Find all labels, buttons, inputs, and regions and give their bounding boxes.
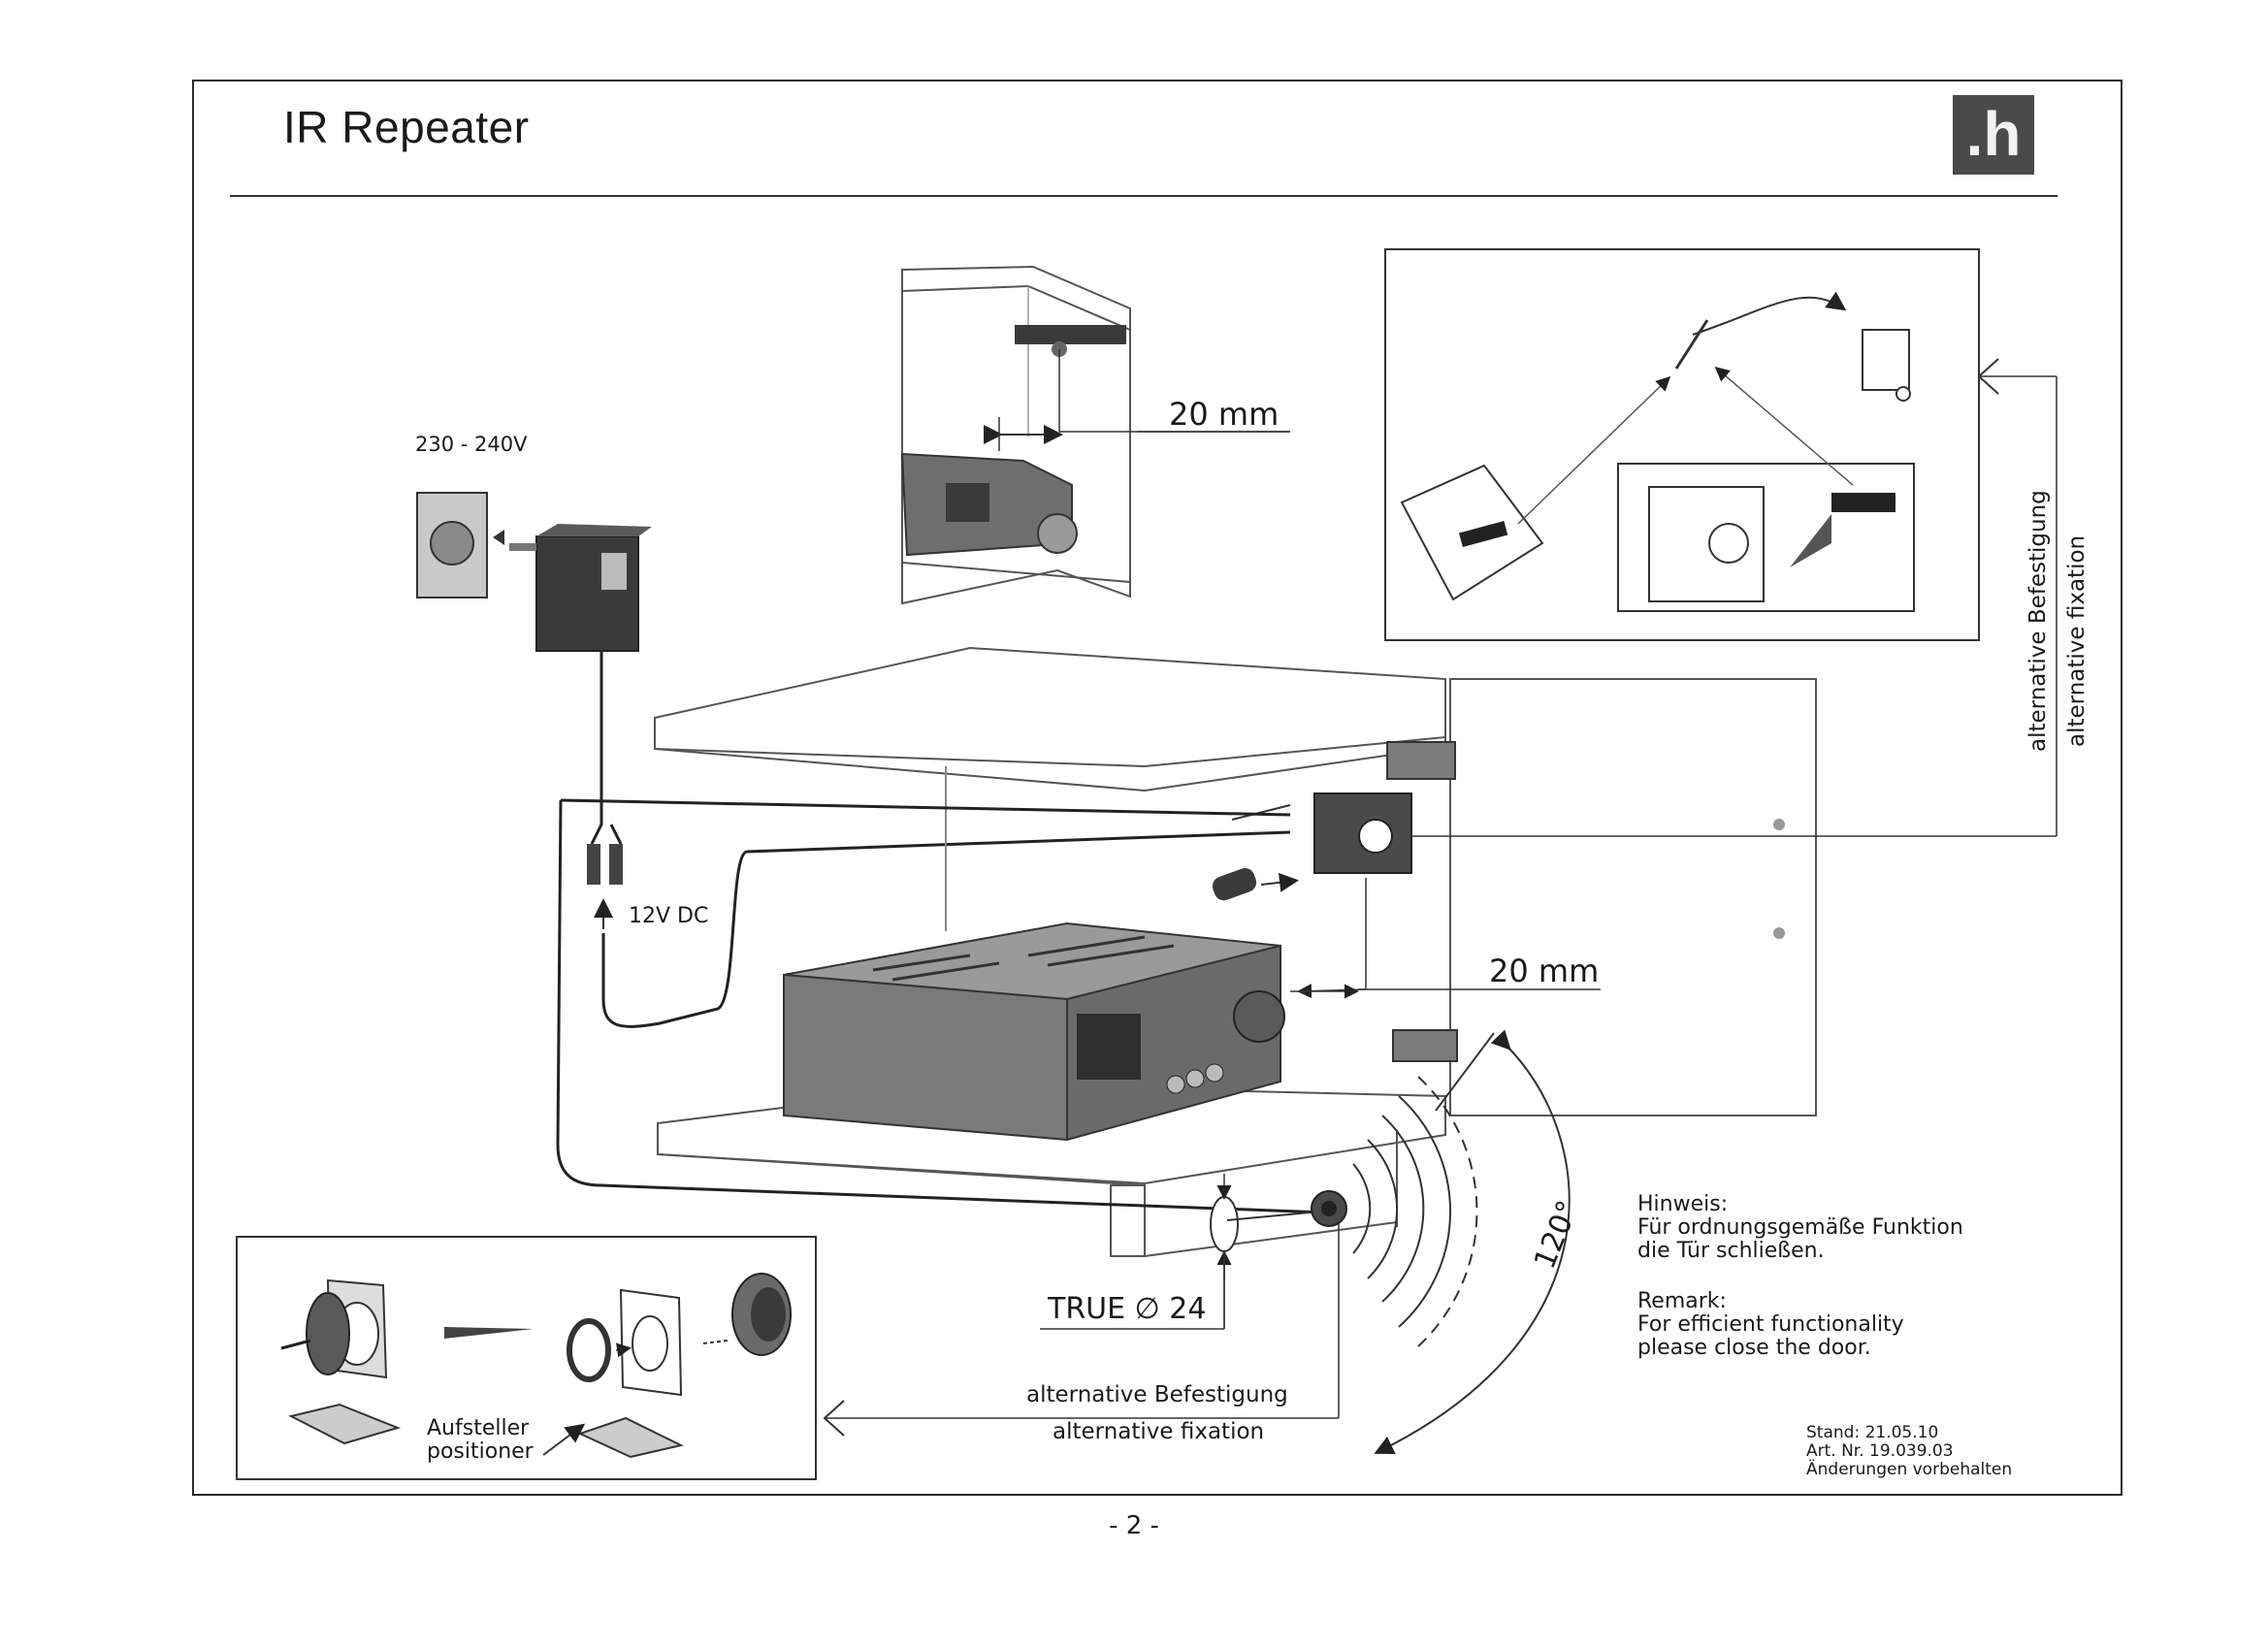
inset-positioner	[236, 1236, 817, 1480]
distance-side-label: 20 mm	[1489, 953, 1600, 989]
power-adapter	[416, 492, 1291, 1028]
page-title: IR Repeater	[283, 102, 530, 152]
brand-logo: .h	[1953, 95, 2034, 175]
inset-alternative-fixation	[1384, 248, 2057, 836]
trash-bin-icon	[1862, 329, 1910, 391]
stamp-date: Stand: 21.05.10	[1806, 1423, 1939, 1442]
alt-fixation-de-label: alternative Befestigung	[1026, 1382, 1288, 1407]
hinweis-line-1: Für ordnungsgemäße Funktion	[1637, 1215, 1963, 1240]
remark-line-1: For efficient functionality	[1637, 1312, 1904, 1337]
inset-top-mounting	[900, 265, 1290, 605]
dc-voltage-label: 12V DC	[629, 904, 709, 928]
hinweis-line-2: die Tür schließen.	[1637, 1239, 1825, 1263]
positioner-de-label: Aufsteller	[427, 1416, 530, 1440]
alt-fixation-en-label: alternative fixation	[1053, 1419, 1265, 1444]
alt-fixation-de-vertical-label: alternative Befestigung	[2025, 490, 2051, 752]
ir-receiver	[556, 792, 2057, 1214]
alt-fixation-en-vertical-label: alternative fixation	[2064, 534, 2090, 747]
remark-line-2: please close the door.	[1637, 1336, 1871, 1360]
usage-note: Hinweis: Für ordnungsgemäße Funktion die…	[1637, 1193, 1963, 1360]
hinweis-title: Hinweis:	[1637, 1192, 1729, 1216]
cabinet-door	[1449, 678, 1817, 1116]
stamp-article: Art. Nr. 19.039.03	[1806, 1441, 1954, 1461]
page-number: - 2 -	[1109, 1511, 1159, 1540]
stamp-changes: Änderungen vorbehalten	[1806, 1460, 2013, 1479]
remark-title: Remark:	[1637, 1289, 1727, 1313]
title-divider	[230, 195, 2057, 197]
distance-top-label: 20 mm	[1169, 396, 1280, 433]
ir-eye-sensor	[823, 1029, 1571, 1454]
positioner-en-label: positioner	[427, 1439, 534, 1464]
mains-voltage-label: 230 - 240V	[415, 433, 528, 456]
page-frame	[192, 80, 2122, 1496]
inset-receiver	[1015, 325, 1126, 344]
document-stamp: Stand: 21.05.10 Art. Nr. 19.039.03 Änder…	[1806, 1424, 2012, 1479]
amplifier	[783, 922, 1285, 1142]
hole-diameter-label: TRUE ∅ 24	[1048, 1292, 1207, 1326]
